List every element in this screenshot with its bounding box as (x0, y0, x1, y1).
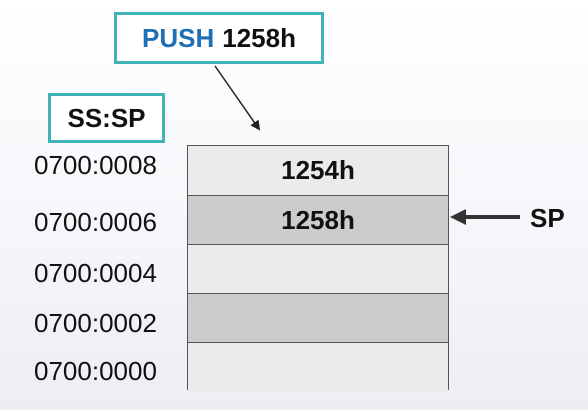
stack-cell-0: 1254h (188, 146, 448, 195)
ss-sp-register-callout: SS:SP (48, 93, 165, 143)
stack-address-1: 0700:0006 (34, 207, 157, 237)
sp-pointer-arrow (450, 209, 520, 225)
stack-cell-3 (188, 293, 448, 342)
sp-pointer-label: SP (530, 203, 565, 233)
stack-cell-2 (188, 244, 448, 293)
stack-address-4: 0700:0000 (34, 356, 157, 386)
stack-cell-4 (188, 342, 448, 391)
stack-memory: 1254h 1258h (187, 145, 449, 391)
ss-sp-label: SS:SP (67, 102, 146, 133)
stack-address-3: 0700:0002 (34, 308, 157, 338)
push-pointer-arrow (214, 65, 261, 131)
stack-cell-1: 1258h (188, 195, 448, 244)
stack-cell-value: 1254h (281, 155, 355, 185)
push-instruction-callout: PUSH 1258h (114, 12, 324, 64)
push-keyword: PUSH (142, 22, 215, 53)
stack-address-2: 0700:0004 (34, 258, 157, 288)
stack-cell-value: 1258h (281, 204, 355, 235)
stack-address-0: 0700:0008 (34, 150, 157, 180)
push-operand: 1258h (222, 22, 296, 53)
